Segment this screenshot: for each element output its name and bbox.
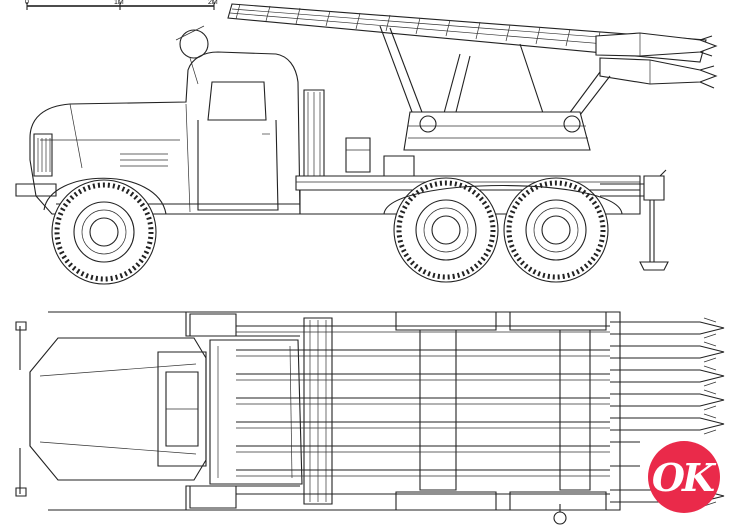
cargo-area	[304, 90, 414, 178]
ok-logo-badge: OK	[648, 441, 720, 513]
side-view	[16, 4, 716, 284]
launcher-rails	[228, 4, 716, 88]
ok-logo-text: OK	[651, 454, 715, 500]
top-view-wheels	[190, 312, 606, 510]
launcher-frame	[380, 26, 610, 150]
top-view-rocket-tails	[610, 318, 724, 506]
scale-tick-2m: 2M	[208, 0, 218, 6]
stabilizer-jack	[640, 170, 668, 270]
front-wheel	[52, 180, 156, 284]
top-view-hood	[16, 322, 206, 496]
truck-cab	[16, 26, 300, 214]
scale-tick-1m: 1M	[114, 0, 124, 6]
scale-tick-0: 0	[25, 0, 29, 6]
middle-wheel	[394, 178, 498, 282]
rear-wheel	[504, 178, 608, 282]
top-view	[16, 312, 724, 524]
top-view-rails	[236, 326, 610, 494]
scale-bar: 0 1M 2M	[25, 0, 218, 10]
